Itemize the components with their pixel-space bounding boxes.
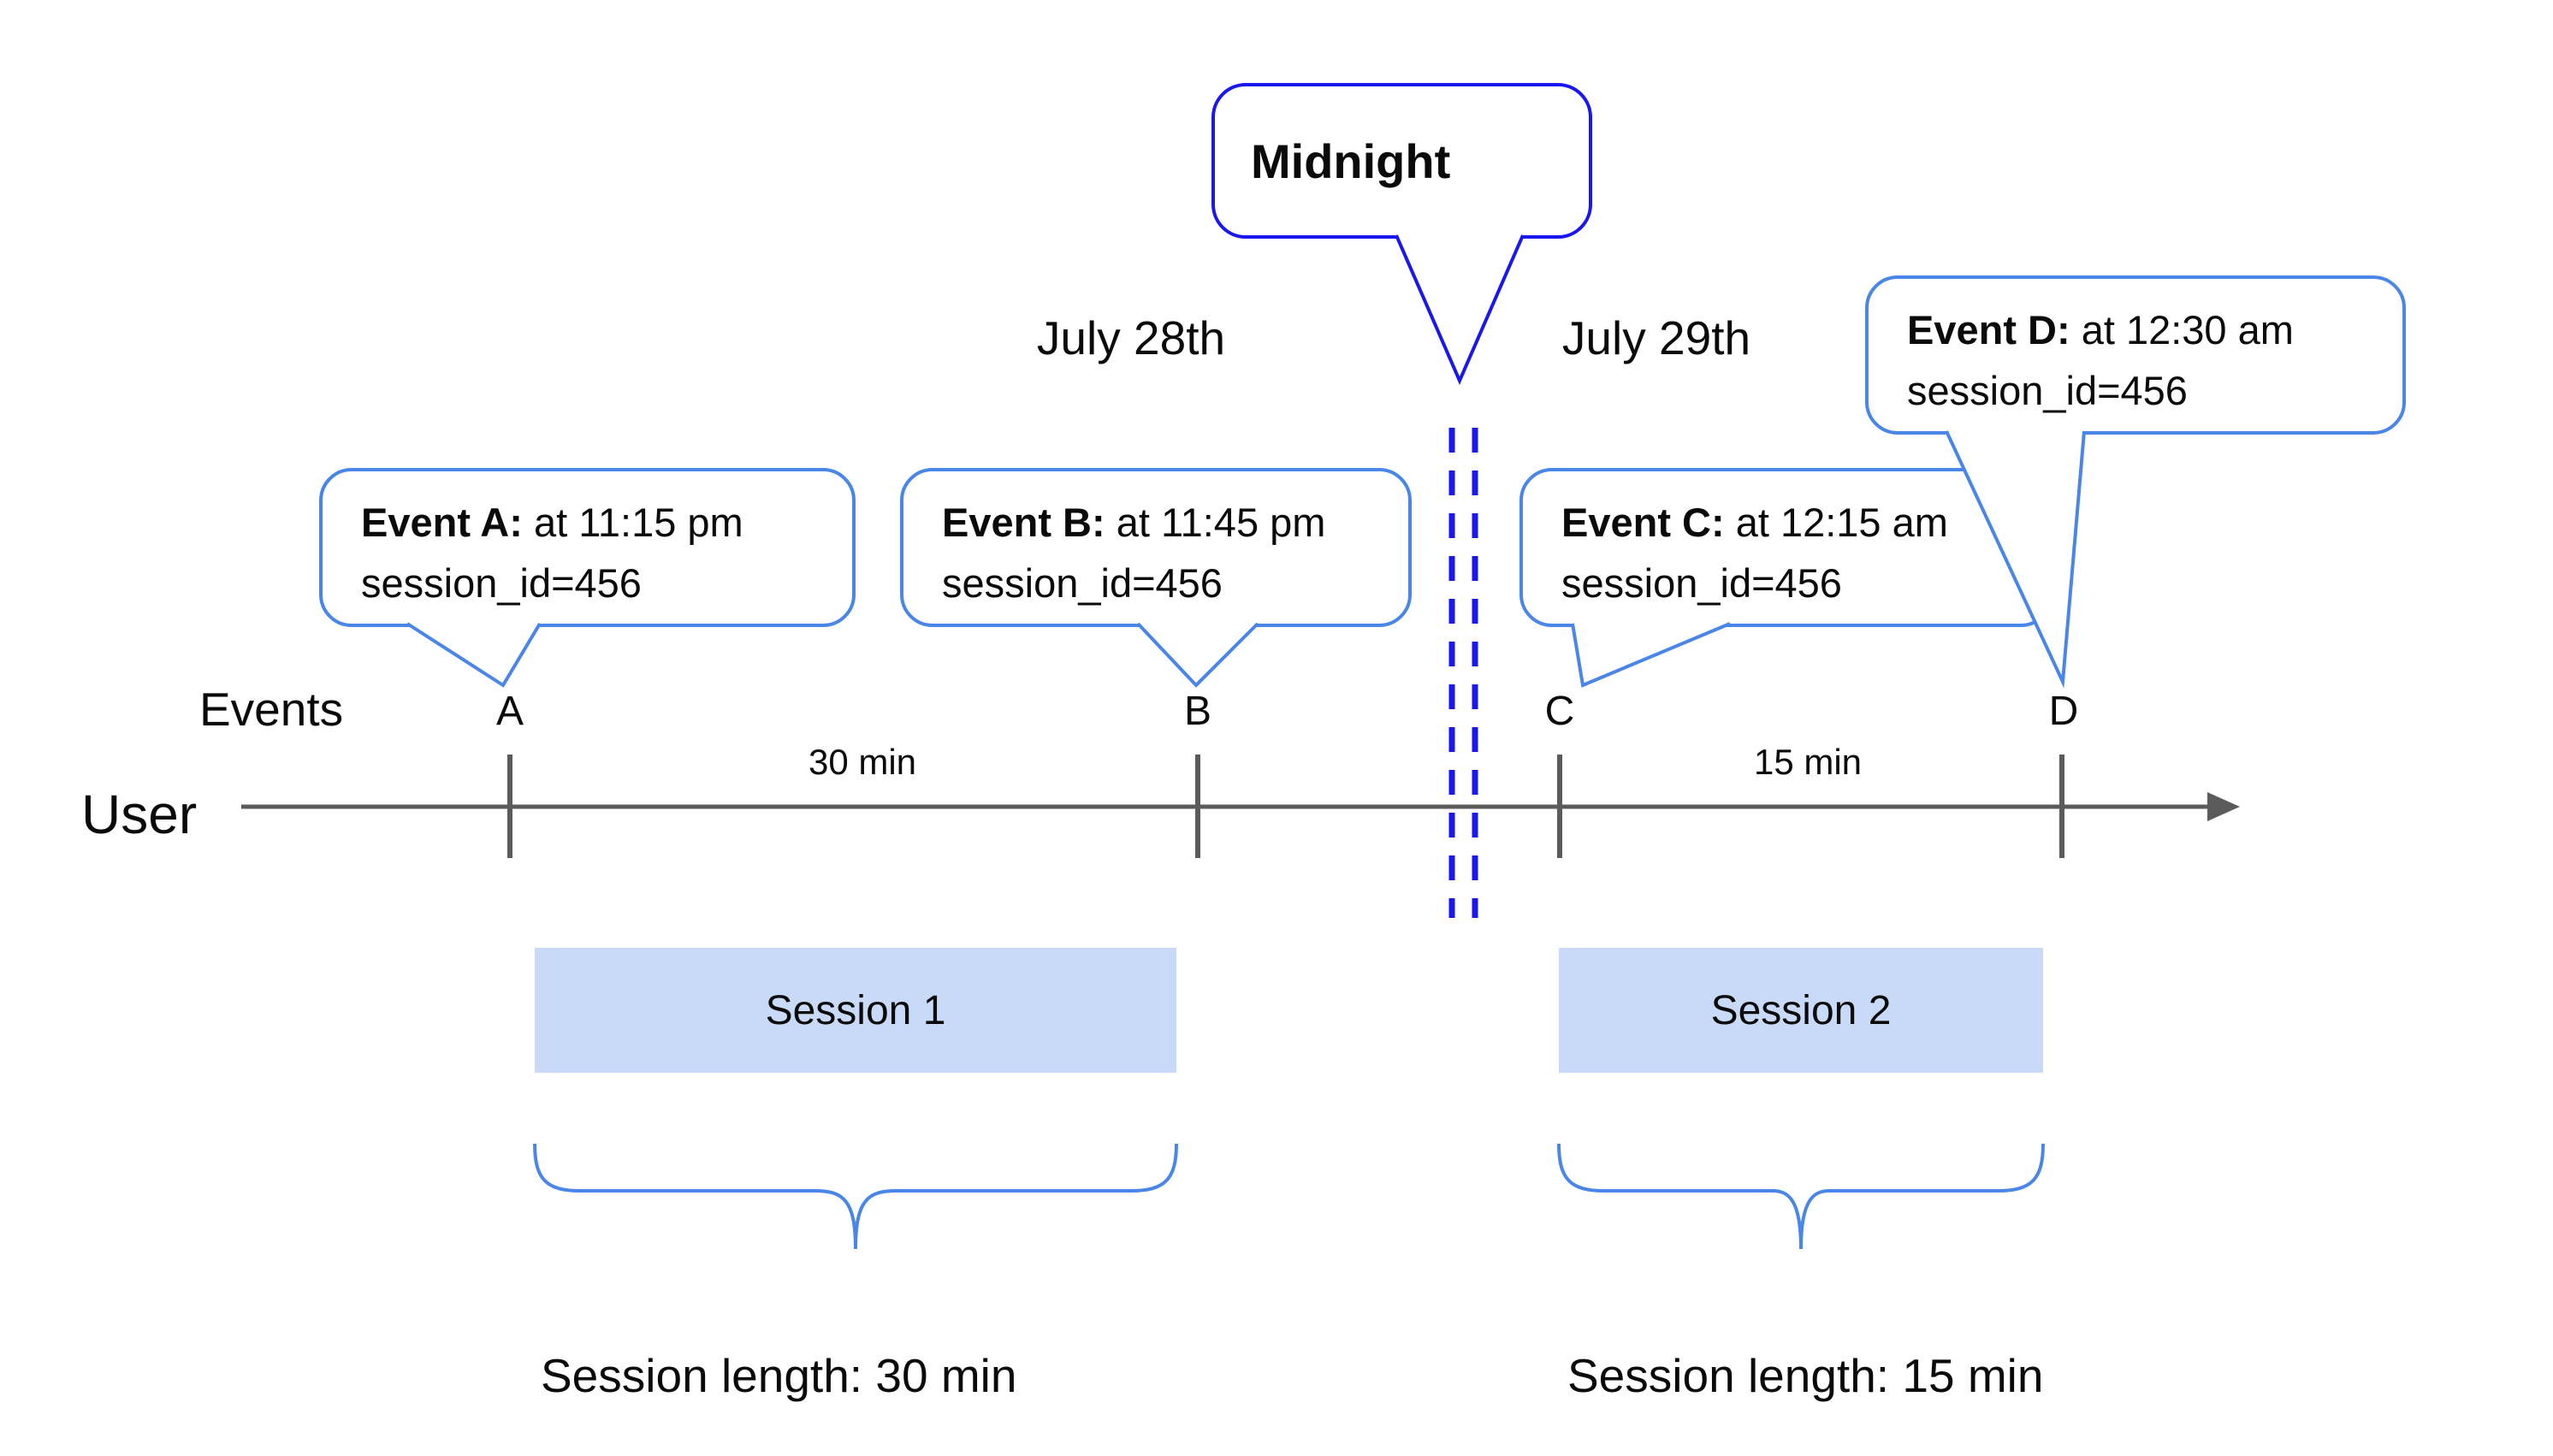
event-a-session-id: session_id=456 — [361, 560, 642, 606]
session1-label: Session 1 — [765, 987, 946, 1033]
date-july-29: July 29th — [1561, 311, 1751, 364]
event-d-session-id: session_id=456 — [1907, 368, 2188, 413]
event-b-time: at 11:45 pm — [1105, 500, 1326, 545]
session2-length-label: Session length: 15 min — [1567, 1349, 2044, 1402]
event-d-line1: Event D: at 12:30 am — [1907, 299, 2364, 360]
event-c-session-id: session_id=456 — [1561, 560, 1842, 606]
event-c-time: at 12:15 am — [1724, 500, 1948, 545]
event-a-line1: Event A: at 11:15 pm — [361, 492, 814, 553]
event-a-callout: Event A: at 11:15 pm session_id=456 — [319, 468, 856, 627]
event-b-title: Event B: — [942, 500, 1105, 545]
event-b-session-id: session_id=456 — [942, 560, 1223, 606]
event-a-time: at 11:15 pm — [522, 500, 743, 545]
tick-label-c: C — [1544, 689, 1575, 734]
event-d-callout: Event D: at 12:30 am session_id=456 — [1865, 275, 2406, 435]
timeline-arrowhead-icon — [2207, 792, 2240, 821]
user-row-label: User — [81, 784, 198, 845]
event-c-title: Event C: — [1561, 500, 1725, 545]
tick-label-a: A — [495, 689, 524, 734]
event-b-callout: Event B: at 11:45 pm session_id=456 — [900, 468, 1412, 627]
interval-a-b: 30 min — [808, 742, 917, 782]
event-d-time: at 12:30 am — [2070, 307, 2294, 352]
session2-box: Session 2 — [1559, 948, 2043, 1073]
session2-brace — [1557, 1143, 2045, 1250]
event-b-line1: Event B: at 11:45 pm — [942, 492, 1370, 553]
tick-label-d: D — [2048, 689, 2079, 734]
event-c-line1: Event C: at 12:15 am — [1561, 492, 2011, 553]
session1-brace — [533, 1143, 1178, 1250]
midnight-tail — [1395, 234, 1525, 386]
interval-c-d: 15 min — [1753, 742, 1863, 782]
tick-label-b: B — [1183, 689, 1212, 734]
event-a-tail — [406, 622, 542, 688]
events-row-label: Events — [199, 683, 344, 736]
event-c-callout: Event C: at 12:15 am session_id=456 — [1519, 468, 2053, 627]
midnight-label: Midnight — [1251, 134, 1451, 188]
session1-box: Session 1 — [535, 948, 1176, 1073]
event-c-tail — [1571, 622, 1731, 688]
date-july-28: July 28th — [1036, 311, 1226, 364]
session2-label: Session 2 — [1710, 987, 1892, 1033]
session1-length-label: Session length: 30 min — [541, 1349, 1017, 1402]
event-d-title: Event D: — [1907, 307, 2070, 352]
event-a-title: Event A: — [361, 500, 523, 545]
event-b-tail — [1136, 622, 1259, 688]
